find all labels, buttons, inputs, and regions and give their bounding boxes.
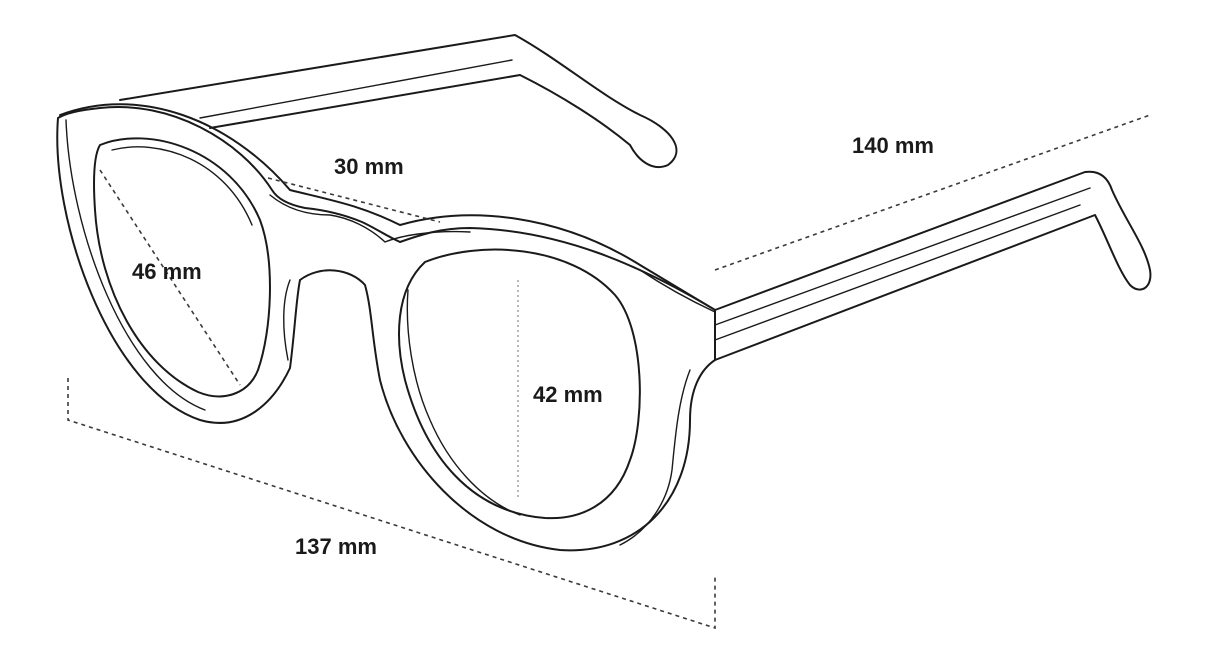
far-temple-arm bbox=[119, 34, 678, 168]
lens-height-label: 42 mm bbox=[533, 382, 603, 407]
dimension-lens-height: 42 mm bbox=[517, 280, 603, 500]
near-temple-arm bbox=[714, 170, 1152, 361]
bridge-width-label: 30 mm bbox=[334, 154, 404, 179]
dimension-lens-width: 46 mm bbox=[99, 169, 241, 386]
frame-front bbox=[56, 106, 716, 552]
dimension-temple-length: 140 mm bbox=[714, 114, 1151, 271]
left-lens bbox=[93, 137, 271, 398]
dimension-bridge-width: 30 mm bbox=[267, 154, 441, 223]
temple-length-label: 140 mm bbox=[852, 133, 934, 158]
lens-width-label: 46 mm bbox=[132, 259, 202, 284]
right-lens bbox=[398, 248, 641, 520]
frame-top-edge bbox=[59, 103, 716, 311]
frame-width-label: 137 mm bbox=[295, 534, 377, 559]
dimension-frame-width: 137 mm bbox=[67, 378, 716, 630]
